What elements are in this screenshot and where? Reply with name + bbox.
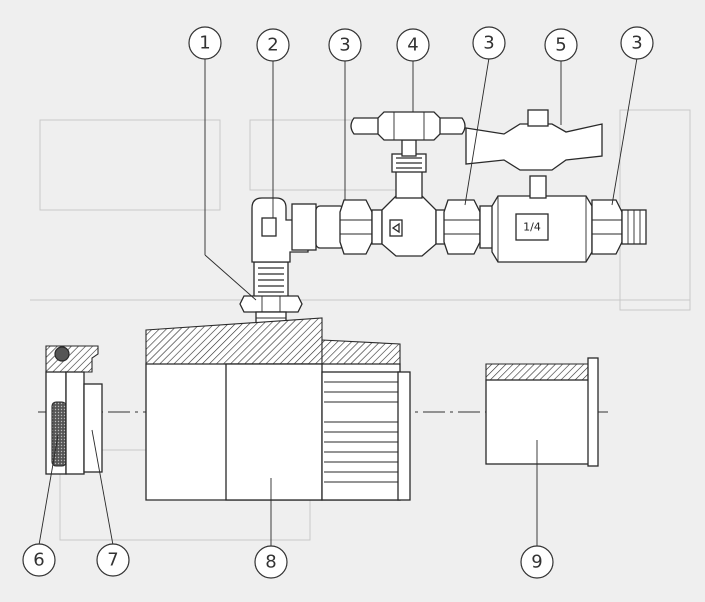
callout-2: 2 xyxy=(256,28,290,62)
callout-7: 7 xyxy=(96,543,130,577)
callout-6: 6 xyxy=(22,543,56,577)
callout-3b: 3 xyxy=(472,26,506,60)
hex-nipple-right xyxy=(591,199,647,255)
callout-8: 8 xyxy=(254,545,288,579)
callout-1: 1 xyxy=(188,26,222,60)
valve-size-label: 1/4 xyxy=(523,221,541,234)
hex-nipple-middle xyxy=(435,199,499,255)
svg-text:7: 7 xyxy=(107,550,118,571)
svg-text:3: 3 xyxy=(483,33,494,54)
valve-assembly: 1/4 xyxy=(239,109,647,353)
callout-5: 5 xyxy=(544,28,578,62)
svg-text:6: 6 xyxy=(33,550,44,571)
callout-bubbles: 1 2 3 4 3 5 3 6 xyxy=(22,26,654,579)
backup-ring xyxy=(83,383,103,473)
leader-lines xyxy=(38,57,638,547)
svg-text:3: 3 xyxy=(631,33,642,54)
ball-valve: 1/4 xyxy=(465,109,603,263)
callout-4: 4 xyxy=(396,28,430,62)
hex-nipple-left xyxy=(315,199,383,255)
svg-text:2: 2 xyxy=(267,35,278,56)
svg-text:5: 5 xyxy=(555,35,566,56)
svg-text:1: 1 xyxy=(199,33,210,54)
svg-text:8: 8 xyxy=(265,552,276,573)
seal-ring-part xyxy=(45,345,103,475)
elbow-fitting xyxy=(251,197,317,263)
svg-text:3: 3 xyxy=(339,35,350,56)
callout-3c: 3 xyxy=(620,26,654,60)
adapter-body xyxy=(145,317,411,501)
callout-9: 9 xyxy=(520,545,554,579)
svg-text:4: 4 xyxy=(407,35,418,56)
needle-valve xyxy=(350,111,466,257)
callout-3a: 3 xyxy=(328,28,362,62)
svg-text:9: 9 xyxy=(531,552,542,573)
valve-size-plate xyxy=(515,213,549,241)
sleeve-part xyxy=(485,357,599,467)
